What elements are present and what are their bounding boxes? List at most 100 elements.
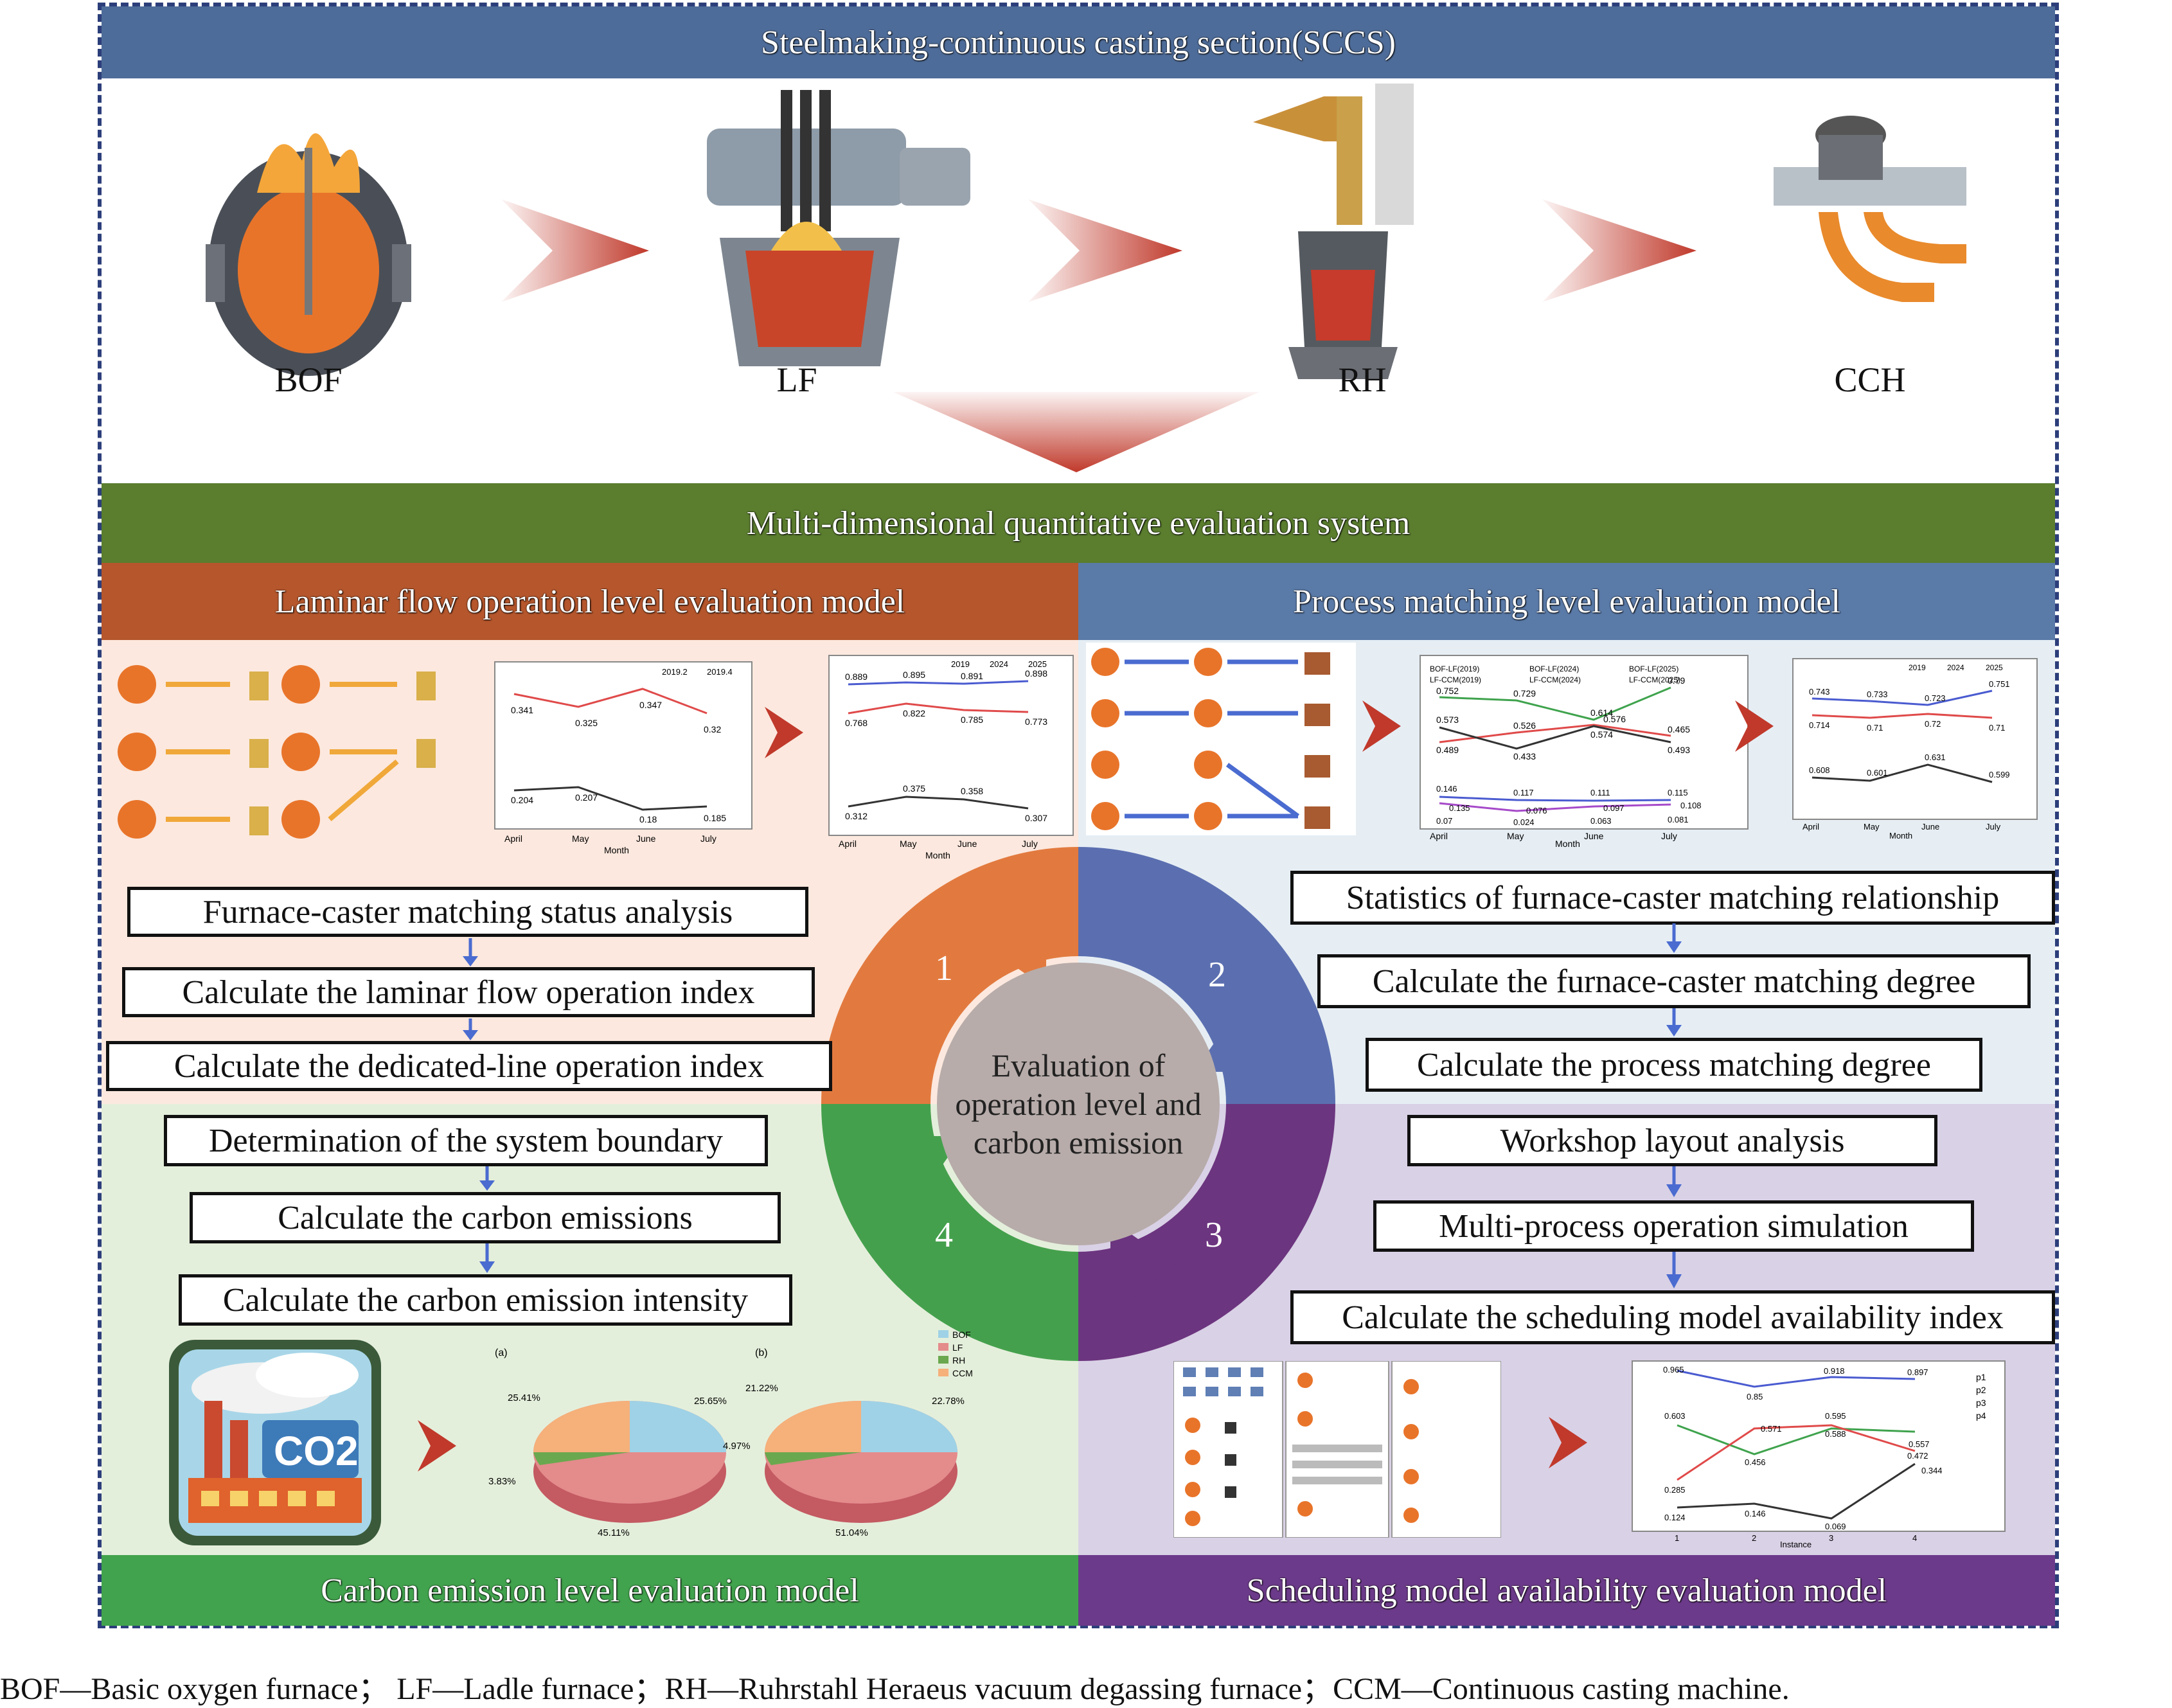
- pie-a-val-0: 25.41%: [508, 1392, 540, 1403]
- c3-val-17: 0.076: [1526, 806, 1547, 815]
- ring-segment-1: [821, 847, 1078, 1104]
- c3-xlabel: Month: [1555, 839, 1580, 848]
- c3-val-4: 0.573: [1436, 715, 1459, 725]
- c1-val-4: 0.204: [511, 795, 533, 805]
- c1-legend-0: 2019.2: [662, 667, 688, 677]
- c4-xtick-1: May: [1864, 822, 1880, 832]
- c5-val-4: 0.603: [1664, 1411, 1686, 1421]
- q1-title: Laminar flow operation level evaluation …: [274, 583, 905, 620]
- series-bof-lf-2024-line: [1439, 802, 1671, 812]
- c2-xtick-2: June: [957, 839, 977, 849]
- c5-val-1: 0.85: [1747, 1392, 1763, 1401]
- c2-val-5: 0.822: [903, 708, 925, 718]
- c3-val-13: 0.117: [1513, 788, 1534, 797]
- q2-step-arrows: [1666, 923, 1682, 1036]
- c1-val-6: 0.18: [639, 814, 657, 824]
- c5-xlabel: Instance: [1780, 1540, 1811, 1547]
- stage-label-bof: BOF: [274, 360, 343, 399]
- c1-xtick-3: July: [700, 833, 717, 844]
- c5-val-13: 0.124: [1664, 1513, 1686, 1522]
- q4-title-bar: Carbon emission level evaluation model: [102, 1555, 1078, 1626]
- series-bof-lf-2019-line: [1439, 796, 1671, 802]
- c4-val-7: 0.71: [1989, 723, 2005, 733]
- c2-val-2: 0.891: [961, 671, 983, 681]
- c5-val-0: 0.965: [1663, 1365, 1684, 1374]
- outer-frame: [98, 3, 2059, 1628]
- c4-val-4: 0.714: [1809, 720, 1830, 730]
- pie-a-val-3: 45.11%: [598, 1527, 630, 1538]
- c3-val-6: 0.576: [1603, 714, 1626, 724]
- series-2024-line: [1811, 713, 1993, 719]
- c5-val-3: 0.897: [1907, 1367, 1928, 1377]
- pie-a-label: (a): [495, 1348, 508, 1358]
- q3-chart-5: 0.965 0.85 0.918 0.897 0.603 0.571 0.595…: [1632, 1360, 2006, 1547]
- c2-val-8: 0.312: [845, 811, 868, 821]
- c4-val-10: 0.631: [1925, 752, 1946, 762]
- series-p2-line: [1677, 1424, 1916, 1455]
- c1-legend-1: 2019.4: [707, 667, 733, 677]
- q4-step-1: Determination of the system boundary: [164, 1115, 768, 1166]
- q1-chart-1: 0.341 0.325 0.347 0.32 0.204 0.207 0.18 …: [494, 661, 752, 855]
- center-label: Evaluation of operation level and carbon…: [955, 1047, 1202, 1161]
- pie-a-val-1: 25.65%: [694, 1396, 727, 1407]
- c1-val-1: 0.325: [575, 718, 598, 728]
- q1-title-bar: Laminar flow operation level evaluation …: [102, 563, 1078, 640]
- c3-xtick-2: June: [1584, 831, 1604, 841]
- c5-legend-2: p3: [1976, 1398, 1986, 1408]
- c5-legend-0: p1: [1976, 1372, 1986, 1382]
- c3-xtick-1: May: [1507, 831, 1524, 841]
- c3-val-14: 0.111: [1590, 788, 1610, 797]
- c5-val-2: 0.918: [1824, 1366, 1845, 1376]
- c5-val-5: 0.571: [1761, 1424, 1782, 1434]
- co2-text: CO2: [274, 1428, 359, 1474]
- c2-xlabel: Month: [925, 850, 950, 860]
- c4-val-11: 0.599: [1989, 770, 2010, 779]
- c3-legend-5: LF-CCM(2025): [1629, 675, 1680, 684]
- c2-val-7: 0.773: [1025, 716, 1047, 727]
- series-2025-line: [1811, 689, 1993, 706]
- c1-val-2: 0.347: [639, 700, 662, 710]
- c4-val-1: 0.733: [1867, 689, 1888, 699]
- c3-val-21: 0.024: [1513, 817, 1535, 827]
- co2-factory-icon: CO2: [169, 1340, 381, 1545]
- pie-legend-0: BOF: [952, 1330, 971, 1340]
- c4-xtick-3: July: [1986, 822, 2001, 832]
- c5-legend-3: p4: [1976, 1410, 1986, 1421]
- pie-b-val-0: 21.22%: [745, 1383, 778, 1394]
- down-arrow: [893, 392, 1260, 472]
- q2-matching-diagram: [1086, 643, 1356, 835]
- pie-b-label: (b): [755, 1348, 768, 1358]
- q2-arrow-1: [1362, 700, 1401, 752]
- c2-xtick-3: July: [1022, 839, 1038, 849]
- q2-step-1: Statistics of furnace-caster matching re…: [1290, 871, 2055, 925]
- c5-val-14: 0.146: [1745, 1509, 1766, 1518]
- q1-arrow: [765, 707, 803, 758]
- series-2019-line: [1811, 763, 1993, 783]
- ring-number-3: 3: [1205, 1215, 1223, 1255]
- q2-arrow-2: [1735, 700, 1774, 752]
- c4-val-5: 0.71: [1867, 723, 1883, 733]
- c4-xlabel: Month: [1889, 831, 1912, 839]
- q4-title: Carbon emission level evaluation model: [321, 1572, 859, 1609]
- c1-val-0: 0.341: [511, 705, 533, 715]
- q1-flow-diagram: [118, 665, 436, 839]
- q3-step-3: Calculate the scheduling model availabil…: [1290, 1290, 2055, 1344]
- c5-val-15: 0.069: [1825, 1522, 1846, 1531]
- c3-legend-4: LF-CCM(2024): [1529, 675, 1581, 684]
- sccs-title: Steelmaking-continuous casting section(S…: [761, 24, 1396, 61]
- q2-step-2: Calculate the furnace-caster matching de…: [1317, 954, 2031, 1008]
- pie-b-val-1: 22.78%: [932, 1396, 965, 1407]
- c2-val-11: 0.307: [1025, 813, 1047, 823]
- q3-title: Scheduling model availability evaluation…: [1246, 1572, 1887, 1609]
- process-stages: [206, 84, 1966, 472]
- q3-title-bar: Scheduling model availability evaluation…: [1078, 1555, 2055, 1626]
- pie-a: [533, 1401, 726, 1523]
- c3-val-1: 0.729: [1513, 688, 1536, 698]
- q2-chart-4: 0.743 0.733 0.723 0.751 0.714 0.71 0.72 …: [1792, 658, 2038, 839]
- c3-val-18: 0.097: [1603, 803, 1625, 813]
- system-banner: Multi-dimensional quantitative evaluatio…: [102, 483, 2055, 563]
- series-lf-ccm-2025-line: [1439, 686, 1671, 721]
- q2-chart-3: BOF-LF(2019) BOF-LF(2024) BOF-LF(2025) L…: [1420, 655, 1749, 848]
- system-title: Multi-dimensional quantitative evaluatio…: [746, 504, 1411, 542]
- c5-val-9: 0.588: [1825, 1429, 1846, 1439]
